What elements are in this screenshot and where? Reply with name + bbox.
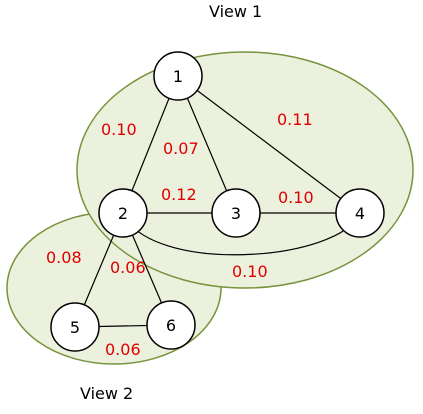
- edge-1-4: [177, 75, 361, 214]
- node-3: 3: [211, 188, 261, 238]
- edge-weight-2-6: 0.06: [110, 258, 146, 277]
- node-4-label: 4: [355, 204, 365, 223]
- edge-weight-5-6: 0.06: [105, 340, 141, 359]
- edge-weight-1-2: 0.10: [101, 120, 137, 139]
- node-1: 1: [153, 51, 203, 101]
- edge-1-3: [177, 75, 237, 214]
- node-2-label: 2: [118, 204, 128, 223]
- view-1-label: View 1: [209, 2, 263, 21]
- edge-weight-1-3: 0.07: [163, 139, 199, 158]
- node-6: 6: [146, 300, 196, 350]
- node-2: 2: [98, 188, 148, 238]
- node-4: 4: [335, 188, 385, 238]
- edge-weight-1-4: 0.11: [277, 110, 313, 129]
- node-3-label: 3: [231, 204, 241, 223]
- node-5-label: 5: [70, 318, 80, 337]
- node-5: 5: [50, 302, 100, 352]
- node-6-label: 6: [166, 316, 176, 335]
- view-2-label: View 2: [80, 384, 134, 403]
- edge-weight-2-5: 0.08: [46, 248, 82, 267]
- view-1-region: [76, 51, 414, 289]
- edge-weight-3-4: 0.10: [278, 188, 314, 207]
- node-1-label: 1: [173, 67, 183, 86]
- edge-weight-2-3: 0.12: [161, 185, 197, 204]
- edge-weight-2-4: 0.10: [232, 262, 268, 281]
